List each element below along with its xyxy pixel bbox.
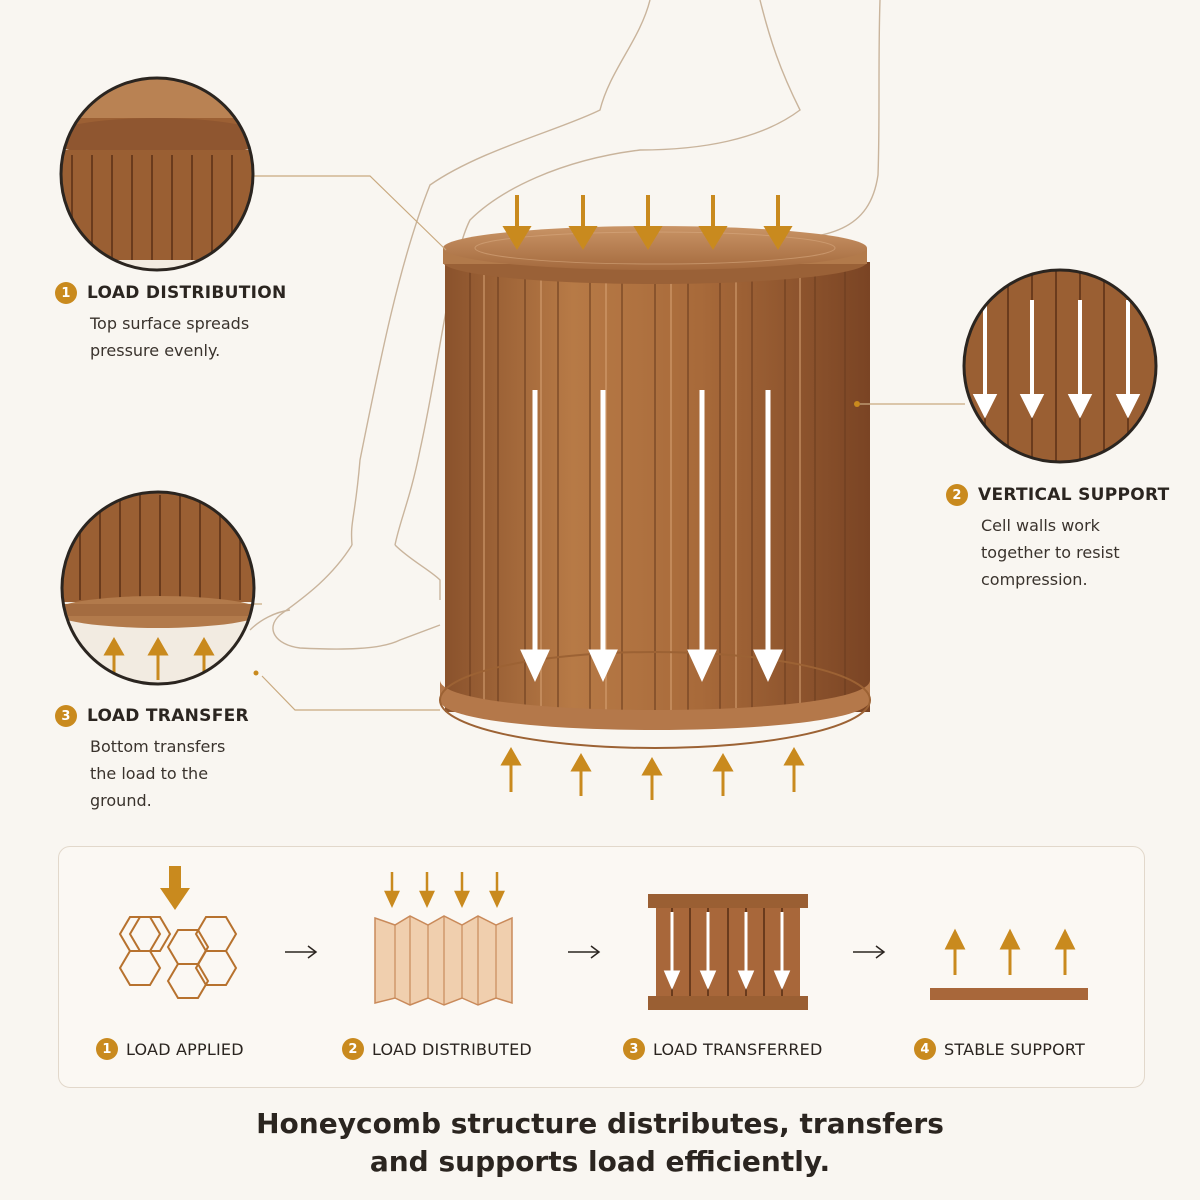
load-arrow-icon [160, 866, 190, 910]
caption-line-1: Honeycomb structure distributes, transfe… [256, 1107, 944, 1140]
detail-circle-top [61, 78, 253, 270]
stable-support-icon [930, 928, 1088, 1000]
step-number: 3 [623, 1038, 645, 1060]
callout-number: 1 [55, 282, 77, 304]
callout-load-transfer: 3 LOAD TRANSFER Bottom transfers the load… [55, 705, 355, 814]
callout-text-line: pressure evenly. [90, 341, 221, 360]
leader-lines [253, 175, 965, 711]
folded-cells-icon [374, 872, 513, 1006]
step-label-load-transferred: 3 LOAD TRANSFERRED [623, 1038, 823, 1060]
detail-circle-bottom [62, 492, 254, 684]
callout-text-line: compression. [981, 570, 1088, 589]
callout-text-line: Cell walls work [981, 516, 1100, 535]
person-outline [249, 0, 881, 650]
callout-title: LOAD TRANSFER [87, 706, 249, 726]
callout-number: 3 [55, 705, 77, 727]
callout-vertical-support: 2 VERTICAL SUPPORT Cell walls work togeth… [946, 484, 1196, 593]
step-number: 1 [96, 1038, 118, 1060]
callout-text-line: the load to the [90, 764, 209, 783]
top-pressure-arrows [502, 195, 793, 250]
step-label-stable-support: 4 STABLE SUPPORT [914, 1038, 1085, 1060]
detail-circle-middle [964, 270, 1156, 462]
step-arrow-icon [853, 945, 886, 959]
step-text: STABLE SUPPORT [944, 1039, 1086, 1059]
step-text: LOAD TRANSFERRED [653, 1039, 823, 1059]
step-label-load-applied: 1 LOAD APPLIED [96, 1038, 244, 1060]
honeycomb-icon [118, 916, 238, 999]
callout-title: VERTICAL SUPPORT [978, 485, 1170, 505]
callout-text-line: Bottom transfers [90, 737, 226, 756]
step-label-load-distributed: 2 LOAD DISTRIBUTED [342, 1038, 532, 1060]
step-number: 2 [342, 1038, 364, 1060]
step-text: LOAD APPLIED [126, 1039, 244, 1059]
stool-body [439, 226, 871, 749]
caption-line-2: and supports load efficiently. [369, 1145, 831, 1178]
cross-section-icon [648, 894, 808, 1010]
callout-text-line: Top surface spreads [90, 314, 250, 333]
step-arrow-icon [285, 945, 318, 959]
ground-reaction-arrows [500, 746, 805, 800]
callout-text-line: ground. [90, 791, 152, 810]
step-number: 4 [914, 1038, 936, 1060]
step-text: LOAD DISTRIBUTED [372, 1039, 532, 1059]
process-panel [58, 846, 1145, 1088]
callout-load-distribution: 1 LOAD DISTRIBUTION Top surface spreads p… [55, 282, 355, 364]
callout-text-line: together to resist [981, 543, 1120, 562]
callout-title: LOAD DISTRIBUTION [87, 283, 287, 303]
step-arrow-icon [568, 945, 601, 959]
callout-number: 2 [946, 484, 968, 506]
